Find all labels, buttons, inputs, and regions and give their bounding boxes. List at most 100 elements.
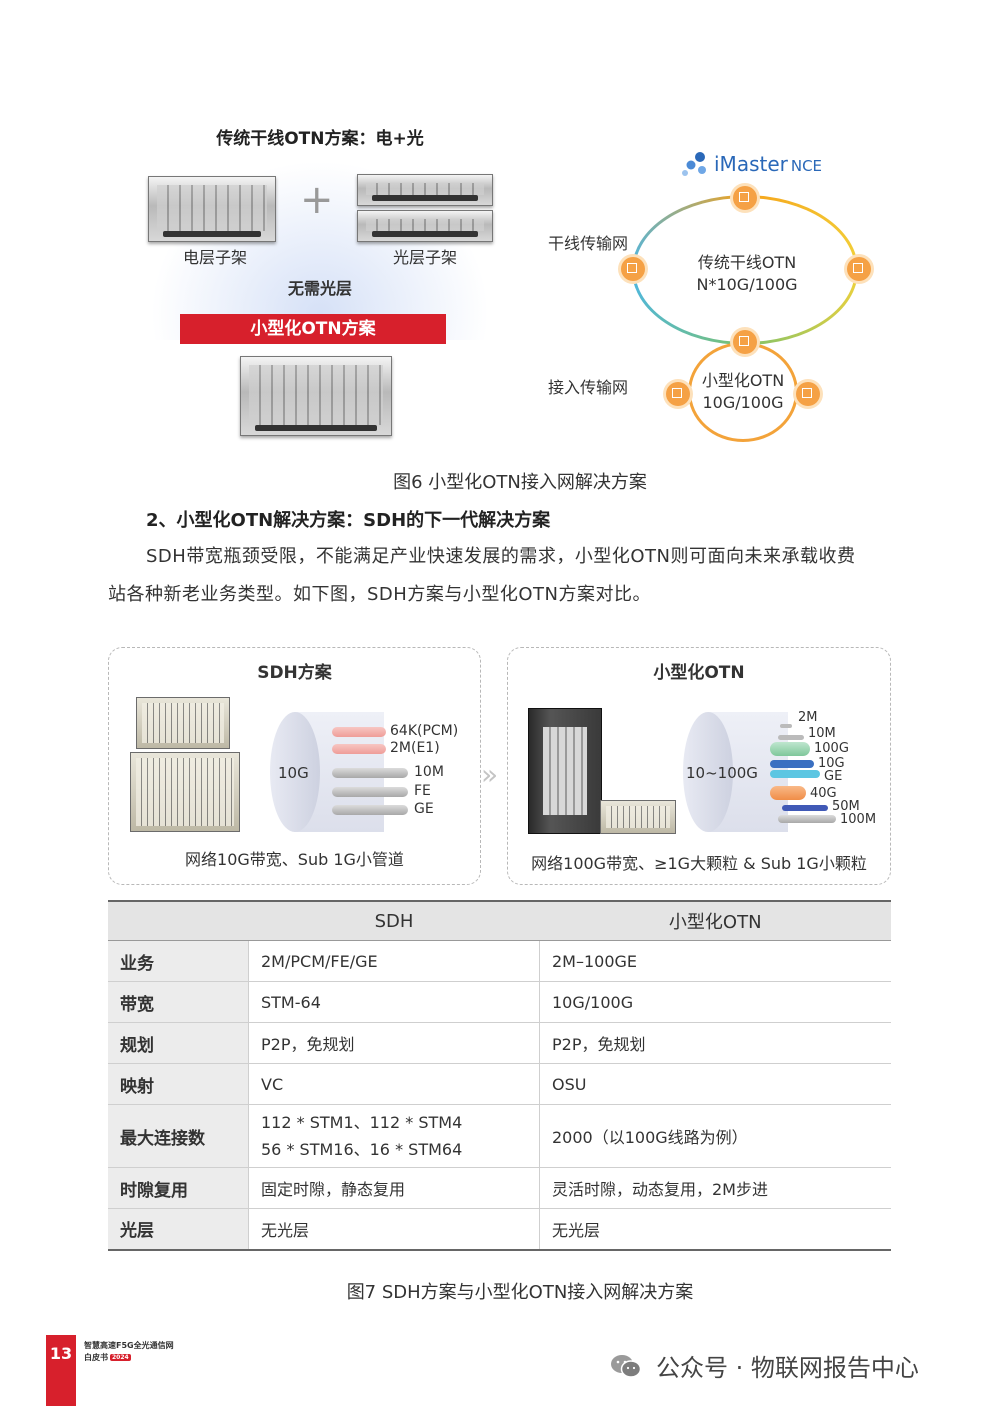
electric-subrack-image [148,176,276,242]
otn-pipe-100g [770,742,810,756]
table-row: 业务 2M/PCM/FE/GE 2M–100GE [108,940,891,982]
otn-pipe-text-100m: 100M [840,812,877,827]
row-label: 带宽 [108,981,249,1023]
footer-doc-title: 智慧高速F5G全光通信网 [84,1341,174,1350]
label-electric-subrack: 电层子架 [182,248,247,267]
otn-cell: 10G/100G [539,981,891,1023]
network-node-icon [621,257,645,281]
access-ring-text: 小型化OTN 10G/100G [688,370,798,414]
table-row: 规划 P2P，免规划 P2P，免规划 [108,1022,891,1064]
label-no-optical-layer: 无需光层 [287,279,352,298]
otn-device-large-image [528,708,602,834]
sdh-pipe-label: 10G [278,764,309,782]
table-row: 映射 VC OSU [108,1063,891,1105]
comparison-arrow-icon: » [481,758,499,791]
paragraph-line2: 站各种新老业务类型。如下图，SDH方案与小型化OTN方案对比。 [108,584,651,605]
otn-cell: 2000（以100G线路为例） [539,1104,891,1168]
figure6-caption: 图6 小型化OTN接入网解决方案 [393,472,647,493]
table-header-row: SDH 小型化OTN [108,900,891,941]
wechat-account-name: 公众号 · 物联网报告中心 [656,1354,919,1382]
otn-box-title: 小型化OTN [653,663,745,683]
sdh-cell: 112 * STM1、112 * STM4 56 * STM16、16 * ST… [248,1104,540,1168]
trunk-ring [632,195,858,345]
sdh-pipe-text-pcm: 64K(PCM) [390,723,459,739]
row-label: 规划 [108,1022,249,1064]
label-access-network: 接入传输网 [548,378,629,397]
compact-otn-banner: 小型化OTN方案 [180,314,446,344]
otn-cell: 灵活时隙，动态复用，2M步进 [539,1167,891,1209]
table-header-sdh: SDH [248,900,540,941]
otn-cell: OSU [539,1063,891,1105]
footer-doc-type: 白皮书 [84,1353,108,1362]
row-label: 光层 [108,1208,249,1251]
imaster-nce-logo: iMaster NCE [680,146,822,182]
otn-pipe-10g [770,760,814,768]
row-label: 时隙复用 [108,1167,249,1209]
sdh-cell-line2: 56 * STM16、16 * STM64 [261,1140,463,1159]
otn-device-small-image [600,800,676,834]
page-number-tab [46,1335,76,1406]
otn-cell: 无光层 [539,1208,891,1251]
footer-year-badge: 2024 [110,1354,131,1361]
trunk-ring-line1: 传统干线OTN [697,253,797,272]
network-node-icon [796,382,820,406]
otn-pipe-10m [778,735,804,740]
wechat-watermark: 公众号 · 物联网报告中心 [610,1348,919,1383]
otn-box-footer: 网络100G带宽、≥1G大颗粒 & Sub 1G小颗粒 [531,854,867,873]
otn-cell: P2P，免规划 [539,1022,891,1064]
plus-sign: + [300,177,334,223]
otn-pipe-text-10m: 10M [808,726,836,741]
label-trunk-network: 干线传输网 [548,234,629,253]
access-ring-line2: 10G/100G [702,393,784,412]
sdh-pipe-end [270,712,320,832]
access-ring-line1: 小型化OTN [701,371,785,390]
sdh-pipe-text-fe: FE [414,783,431,799]
otn-pipe-text-2m: 2M [798,710,818,725]
otn-pipe-end [683,712,733,832]
otn-pipe-label: 10~100G [686,764,758,782]
sdh-box-title: SDH方案 [257,663,332,683]
brand-sub: NCE [790,156,823,175]
sdh-pipe-text-10m: 10M [414,764,444,780]
optical-subrack-image-top [357,174,493,206]
imaster-logo-icon [682,152,706,176]
row-label: 最大连接数 [108,1104,249,1168]
otn-pipe-text-40g: 40G [810,786,837,801]
otn-cell: 2M–100GE [539,940,891,982]
trunk-ring-text: 传统干线OTN N*10G/100G [672,252,822,296]
brand-main: iMaster [714,152,788,176]
table-header-otn: 小型化OTN [539,900,891,941]
table-row: 最大连接数 112 * STM1、112 * STM4 56 * STM16、1… [108,1104,891,1168]
sdh-cell: 固定时隙，静态复用 [248,1167,540,1209]
otn-pipe-100m [778,815,836,823]
table-row: 带宽 STM-64 10G/100G [108,981,891,1023]
row-label: 业务 [108,940,249,982]
otn-pipe-40g [770,786,806,800]
otn-pipe-text-100g: 100G [814,741,849,756]
trunk-ring-line2: N*10G/100G [696,275,798,294]
sdh-cell: VC [248,1063,540,1105]
network-node-icon [666,382,690,406]
table-header-blank [108,900,249,941]
label-optical-subrack: 光层子架 [392,248,457,267]
paragraph-line1: SDH带宽瓶颈受限，不能满足产业快速发展的需求，小型化OTN则可面向未来承载收费 [146,546,856,567]
sdh-cell: P2P，免规划 [248,1022,540,1064]
sdh-pipe-pcm [332,727,386,737]
sdh-pipe-fe [332,787,408,797]
sdh-pipe-ge [332,805,408,815]
sdh-cell: STM-64 [248,981,540,1023]
sdh-device-top-image [136,697,230,749]
otn-pipe-50m [782,805,828,811]
otn-pipe-text-50m: 50M [832,799,860,814]
sdh-pipe-text-e1: 2M(E1) [390,740,440,756]
table-row: 光层 无光层 无光层 [108,1208,891,1251]
sdh-pipe-text-ge: GE [414,801,434,817]
row-label: 映射 [108,1063,249,1105]
page-number: 13 [49,1344,73,1363]
table-row: 时隙复用 固定时隙，静态复用 灵活时隙，动态复用，2M步进 [108,1167,891,1209]
otn-pipe-ge [770,770,820,778]
sdh-pipe-e1 [332,744,386,754]
otn-pipe-text-10g: 10G [818,756,845,771]
sdh-cell-line1: 112 * STM1、112 * STM4 [261,1113,463,1132]
